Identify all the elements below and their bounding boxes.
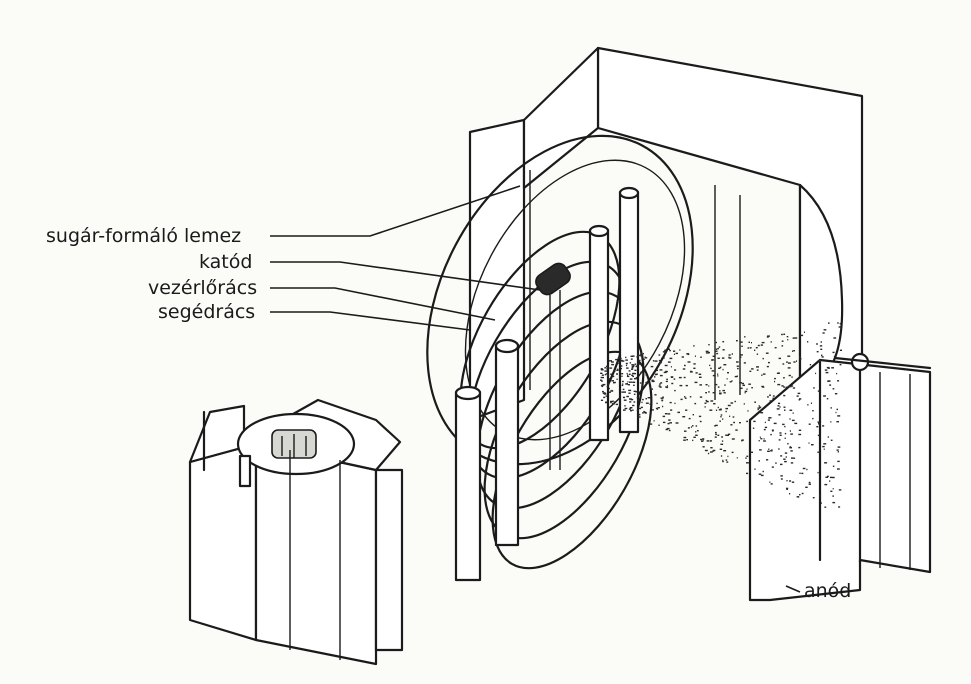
leader-lines [270, 185, 801, 593]
leader-cathode [270, 261, 541, 291]
label-cathode: katód [199, 251, 253, 273]
electron-beam [600, 322, 842, 508]
support-rods [454, 186, 640, 582]
label-anode: anód [804, 580, 852, 602]
leader-beam-plate [270, 185, 521, 237]
label-beam-forming-plate: sugár-formáló lemez [46, 225, 242, 247]
cathode [535, 262, 571, 470]
leader-screen-grid [270, 311, 471, 331]
assembled-electrode-unit [188, 398, 404, 666]
label-control-grid: vezérlőrács [148, 277, 258, 299]
anode-enclosure [468, 46, 932, 602]
leader-anode [785, 585, 801, 593]
leader-control-grid [270, 287, 496, 321]
label-screen-grid: segédrács [158, 301, 256, 323]
